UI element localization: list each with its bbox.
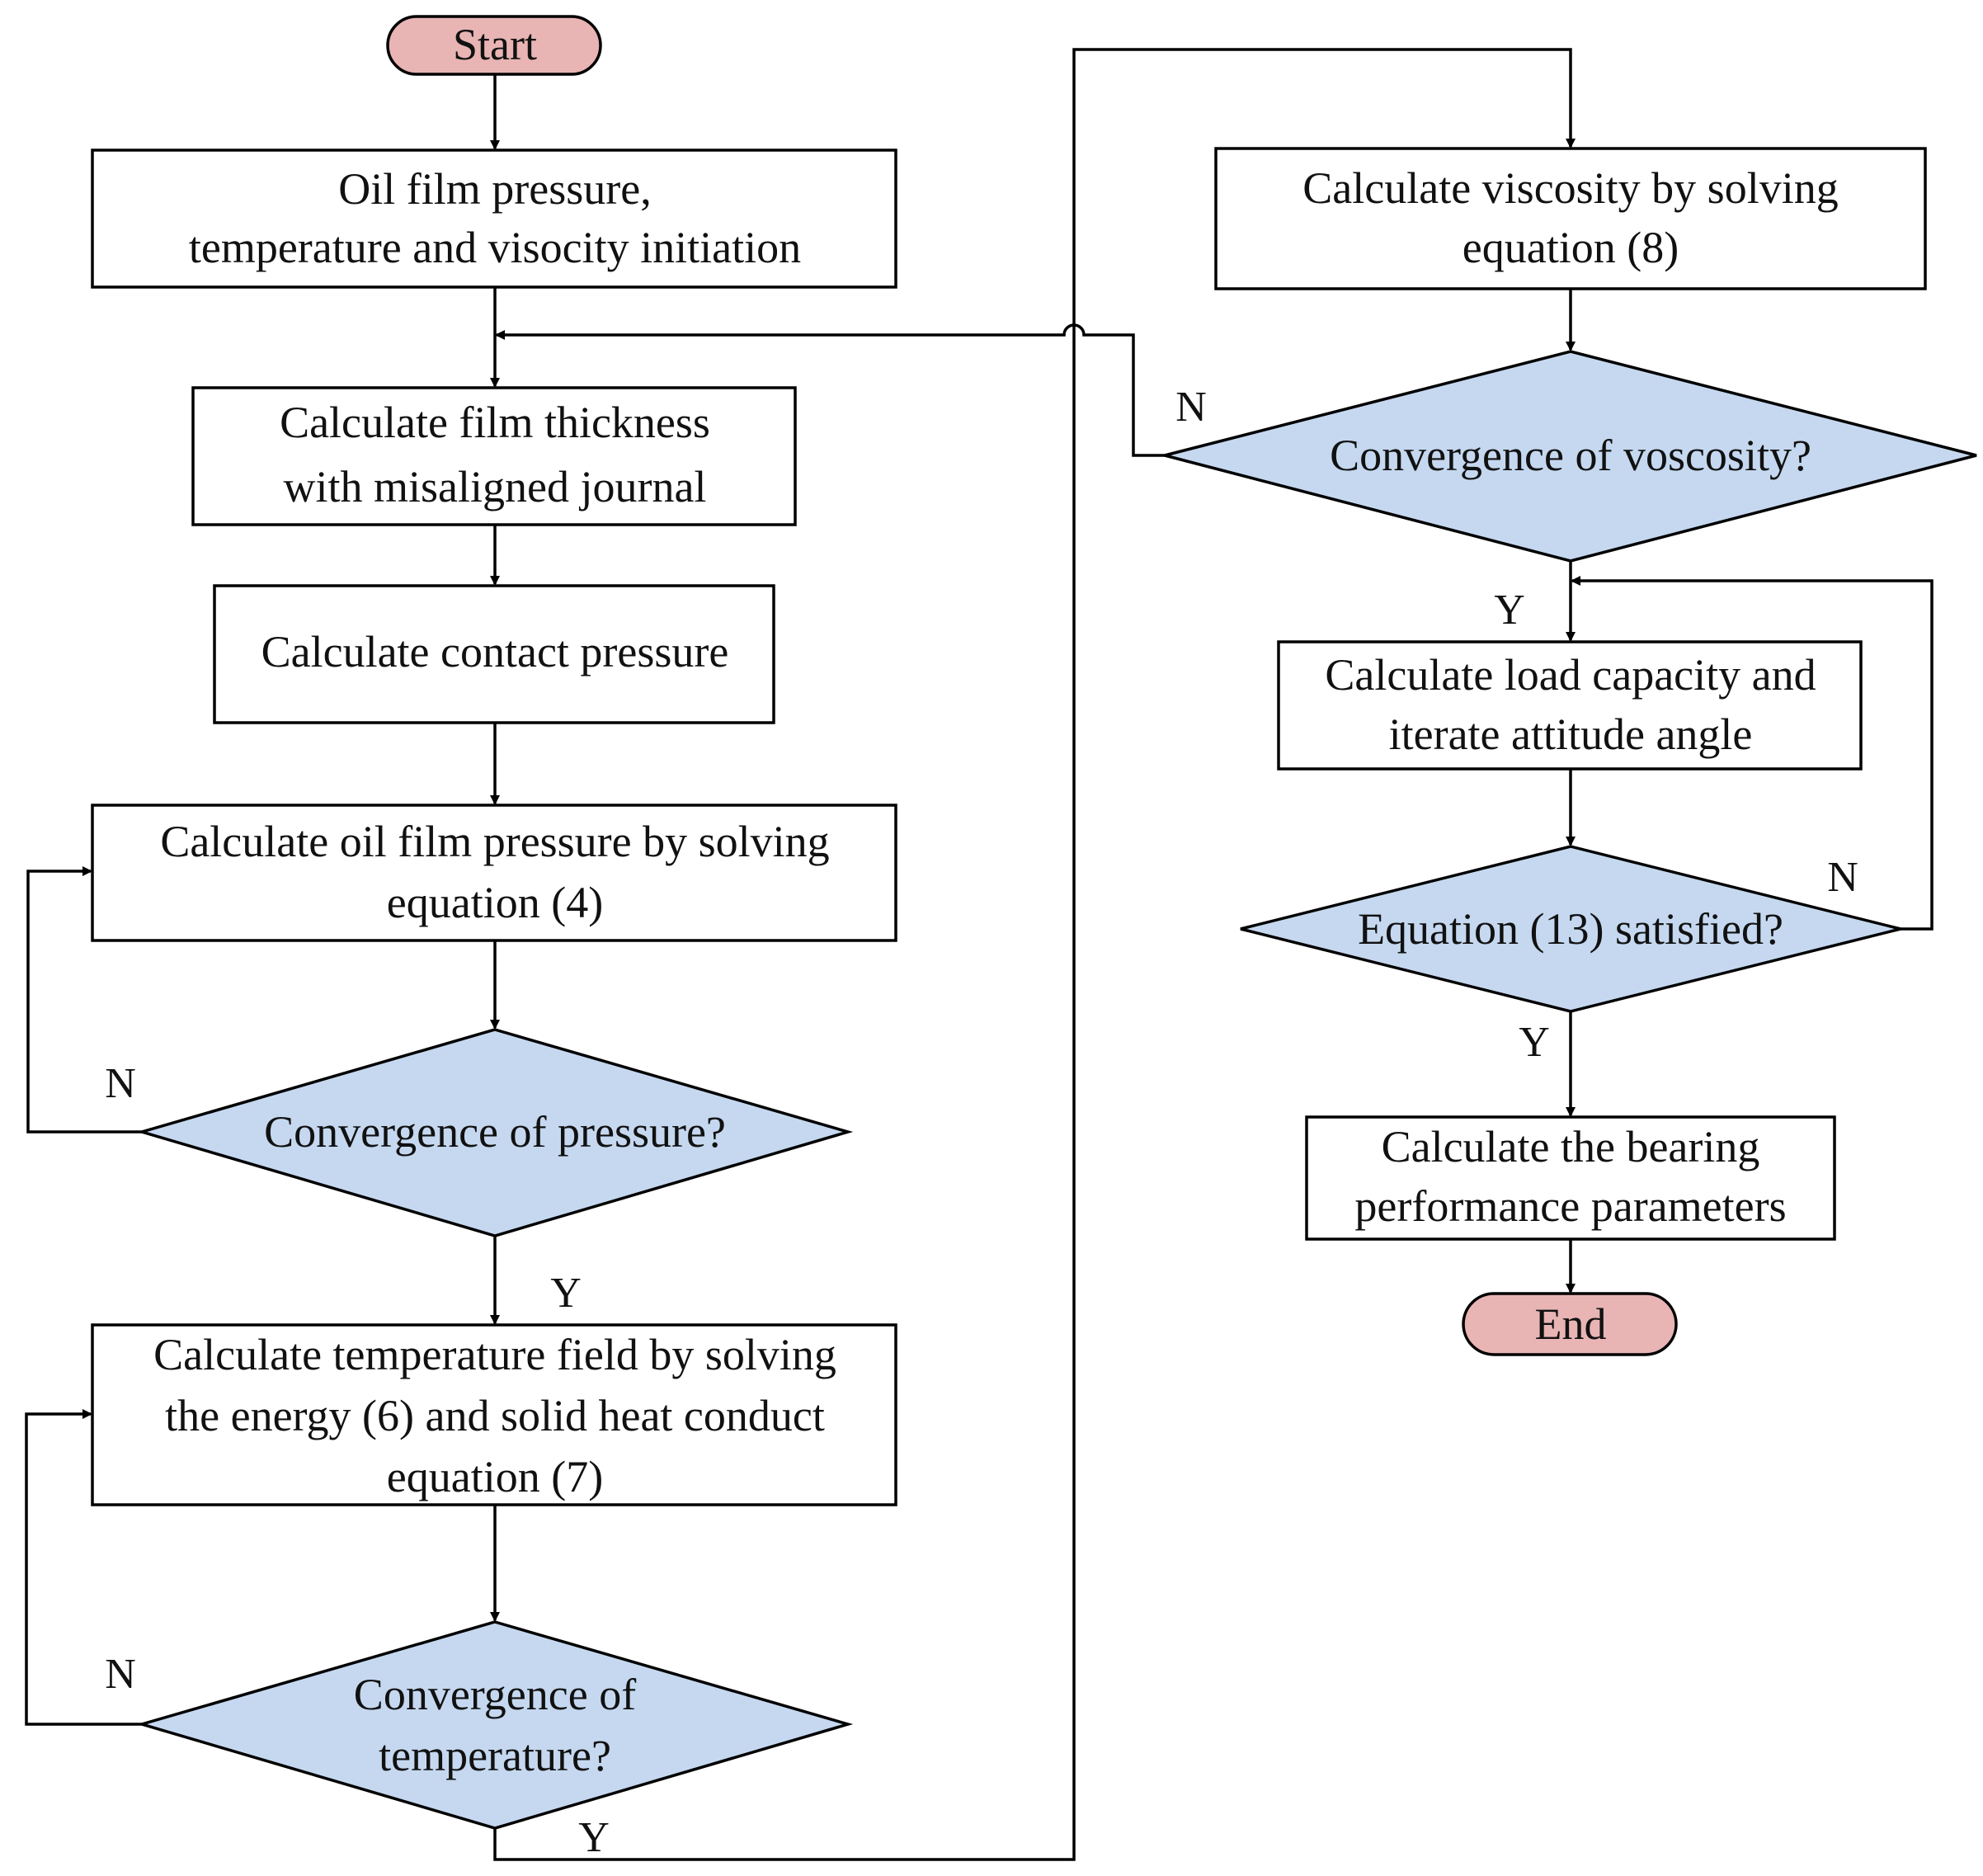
film-line-1: Calculate film thickness <box>280 398 710 447</box>
end-terminal: End <box>1462 1292 1678 1356</box>
process-viscosity: Calculate viscosity by solving equation … <box>1214 147 1927 290</box>
perf-line-1: Calculate the bearing <box>1382 1122 1760 1171</box>
convv-line-1: Convergence of voscosity? <box>1330 431 1811 480</box>
eq13-line-1: Equation (13) satisfied? <box>1358 904 1783 954</box>
loop-pressure-no <box>26 866 142 1134</box>
process-film-thickness: Calculate film thickness with misaligned… <box>191 386 797 526</box>
load-line-2: iterate attitude angle <box>1389 709 1753 759</box>
label-yes-eq13: Y <box>1519 1019 1550 1066</box>
label-yes-pressure: Y <box>550 1270 582 1317</box>
visc-line-1: Calculate viscosity by solving <box>1302 163 1838 213</box>
loop-viscosity-no <box>495 323 1165 457</box>
process-performance: Calculate the bearing performance parame… <box>1305 1115 1836 1241</box>
convt-line-2: temperature? <box>379 1731 611 1780</box>
loop-temperature-no <box>25 1409 142 1726</box>
decision-convergence-pressure: Convergence of pressure? <box>136 1028 854 1237</box>
temp-line-2: the energy (6) and solid heat conduct <box>165 1391 825 1440</box>
process-oil-film-pressure: Calculate oil film pressure by solving e… <box>91 804 897 942</box>
label-no-pressure: N <box>105 1060 136 1107</box>
decision-equation-13: Equation (13) satisfied? <box>1240 845 1901 1013</box>
start-terminal: Start <box>386 15 602 76</box>
label-yes-temperature: Y <box>578 1814 610 1861</box>
contact-line-1: Calculate contact pressure <box>261 627 729 676</box>
label-yes-viscosity: Y <box>1494 587 1525 634</box>
process-temperature-field: Calculate temperature field by solving t… <box>91 1323 897 1506</box>
loop-eq13-no <box>1571 576 1934 931</box>
film-line-2: with misaligned journal <box>284 462 707 511</box>
visc-line-2: equation (8) <box>1463 223 1679 272</box>
oil-line-1: Calculate oil film pressure by solving <box>160 817 829 866</box>
init-line-2: temperature and visocity initiation <box>189 223 801 272</box>
end-label: End <box>1535 1299 1607 1349</box>
connectors <box>25 48 1934 1861</box>
label-no-eq13: N <box>1827 854 1858 901</box>
init-line-1: Oil film pressure, <box>338 164 651 214</box>
branch-labels: N Y N Y N Y N Y <box>105 384 1858 1861</box>
process-contact-pressure: Calculate contact pressure <box>213 584 775 724</box>
decision-convergence-temperature: Convergence of temperature? <box>136 1620 854 1830</box>
perf-line-2: performance parameters <box>1354 1181 1786 1231</box>
load-line-1: Calculate load capacity and <box>1325 650 1816 700</box>
start-label: Start <box>453 20 537 69</box>
oil-line-2: equation (4) <box>387 878 603 927</box>
decision-convergence-viscosity: Convergence of voscosity? <box>1164 350 1977 563</box>
process-load-capacity: Calculate load capacity and iterate atti… <box>1277 640 1863 771</box>
convt-line-1: Convergence of <box>354 1670 636 1719</box>
temp-line-3: equation (7) <box>387 1452 603 1501</box>
label-no-viscosity: N <box>1175 384 1207 431</box>
path-convt-to-viscosity <box>493 48 1576 1861</box>
process-init: Oil film pressure, temperature and visoc… <box>91 148 897 289</box>
label-no-temperature: N <box>105 1651 136 1698</box>
temp-line-1: Calculate temperature field by solving <box>153 1330 836 1379</box>
convp-line-1: Convergence of pressure? <box>264 1107 726 1157</box>
